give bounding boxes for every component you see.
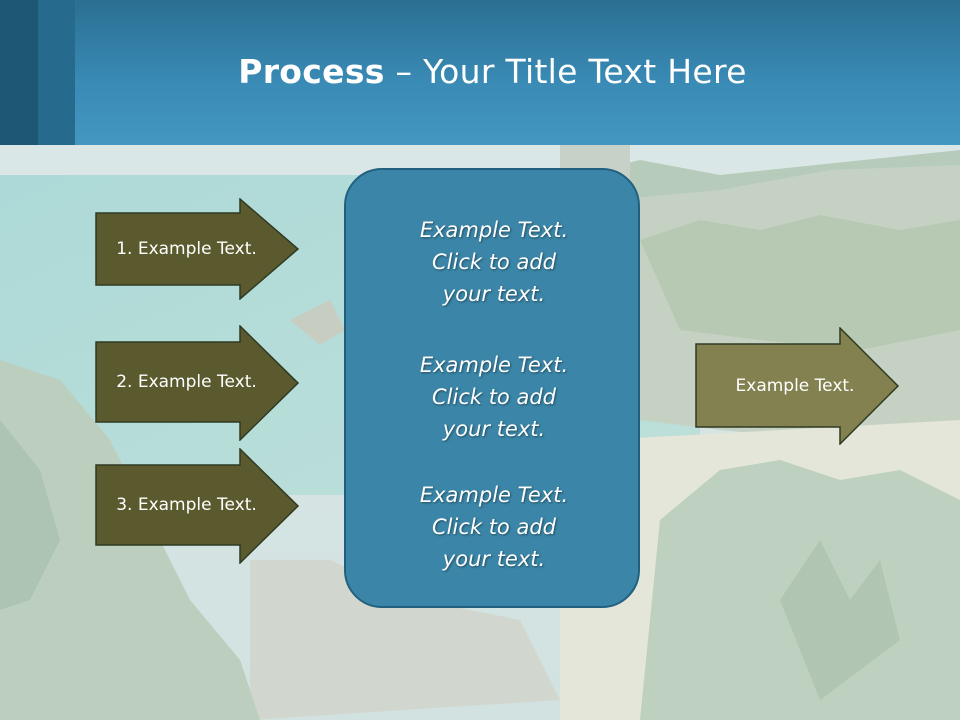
arrow-shape: [95, 325, 300, 441]
arrow-shape: [95, 448, 300, 564]
title-bold: Process: [238, 52, 385, 91]
left-arrow-3[interactable]: 3. Example Text.: [95, 448, 300, 564]
left-arrow-1[interactable]: 1. Example Text.: [95, 198, 300, 300]
left-arrow-3-label: 3. Example Text.: [116, 495, 257, 515]
arrow-shape: [95, 198, 300, 300]
title-rest: – Your Title Text Here: [384, 52, 747, 91]
center-text-box[interactable]: Example Text. Click to add your text. Ex…: [344, 168, 640, 608]
center-paragraph-1: Example Text. Click to add your text.: [419, 218, 569, 306]
right-arrow-label: Example Text.: [735, 375, 855, 396]
header-band: [0, 0, 960, 145]
left-arrow-2[interactable]: 2. Example Text.: [95, 325, 300, 441]
header-accent-mid: [38, 0, 75, 145]
center-paragraph-2: Example Text. Click to add your text.: [419, 353, 569, 441]
left-arrow-1-label: 1. Example Text.: [116, 239, 257, 259]
slide-title[interactable]: Process – Your Title Text Here: [0, 52, 960, 91]
header-accent-dark: [0, 0, 38, 145]
center-paragraph-3: Example Text. Click to add your text.: [419, 483, 569, 571]
left-arrow-2-label: 2. Example Text.: [116, 372, 257, 392]
right-arrow[interactable]: Example Text.: [695, 327, 900, 445]
arrow-shape: [695, 327, 900, 445]
